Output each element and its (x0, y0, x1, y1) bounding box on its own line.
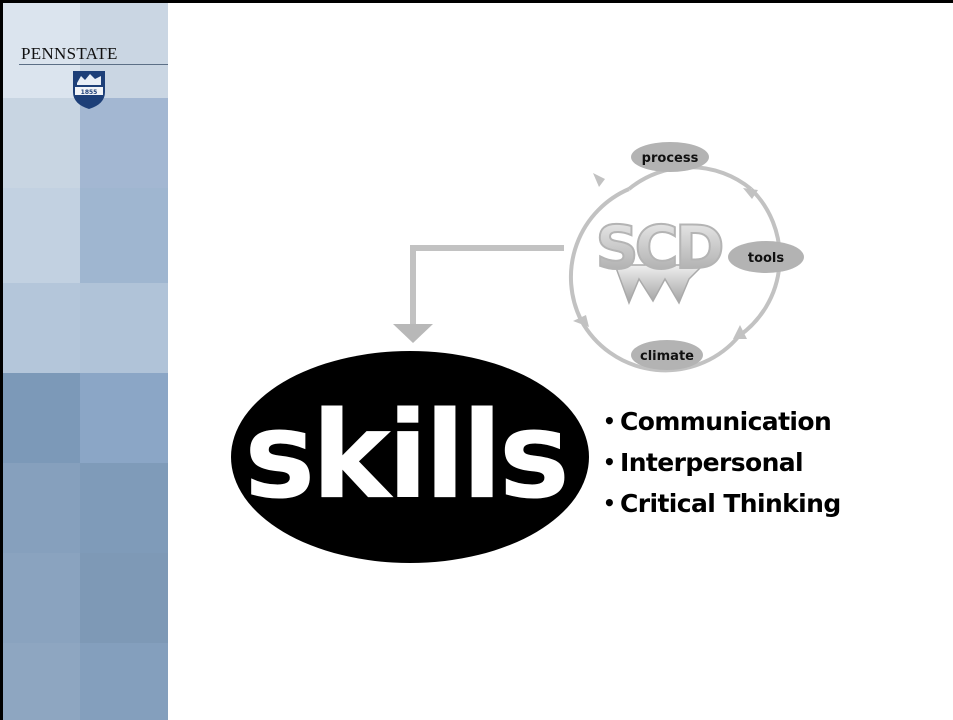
cycle-arrowhead (573, 315, 589, 327)
skills-diagram: SCD process tools climate skills (231, 142, 804, 563)
skills-list: •Communication •Interpersonal •Critical … (603, 401, 841, 524)
sidebar-tile (3, 98, 80, 188)
sidebar-tile (3, 188, 80, 283)
sidebar-tile (3, 463, 80, 553)
cycle-arrowhead (743, 188, 758, 199)
process-label: process (642, 151, 699, 166)
list-item: •Communication (603, 401, 841, 442)
bullet-dot: • (603, 491, 616, 515)
list-item: •Critical Thinking (603, 483, 841, 524)
climate-node: climate (631, 340, 703, 370)
sidebar-tile (3, 283, 80, 373)
tools-label: tools (748, 251, 785, 266)
seal-ribbon (613, 264, 705, 306)
scd-hub-label: SCD (595, 213, 721, 283)
sidebar-tile (80, 373, 168, 463)
skills-title: skills (244, 387, 566, 526)
sidebar-panel: PENNSTATE 1855 (3, 3, 168, 720)
skill-critical-thinking: Critical Thinking (620, 489, 841, 518)
connector-arrowhead (393, 324, 433, 343)
bullet-dot: • (603, 450, 616, 474)
tools-oval (728, 241, 804, 273)
skill-interpersonal: Interpersonal (620, 448, 804, 477)
logo-divider (19, 64, 168, 65)
connector-arrow (393, 245, 564, 343)
sidebar-tile (3, 373, 80, 463)
sidebar-tile (80, 98, 168, 188)
sidebar-tile (80, 283, 168, 373)
shield-icon: 1855 (73, 71, 105, 109)
shield-year: 1855 (81, 89, 98, 96)
sidebar-tile (80, 463, 168, 553)
sidebar-tile (80, 188, 168, 283)
tools-node: tools (728, 241, 804, 273)
process-oval (631, 142, 709, 172)
sidebar-tile (80, 553, 168, 643)
penn-state-wordmark: PENNSTATE (21, 44, 118, 63)
list-item: •Interpersonal (603, 442, 841, 483)
climate-label: climate (640, 349, 694, 364)
scd-seal: SCD (594, 212, 727, 306)
climate-oval (631, 340, 703, 370)
skill-communication: Communication (620, 407, 832, 436)
cycle-arrowhead (733, 325, 747, 339)
sidebar-tile (3, 643, 80, 720)
skills-ellipse (231, 351, 589, 563)
bullet-dot: • (603, 409, 616, 433)
process-node: process (631, 142, 709, 172)
cycle-arrowhead (593, 173, 605, 187)
sidebar-tile (80, 643, 168, 720)
sidebar-tile (3, 553, 80, 643)
sidebar-tile (3, 3, 80, 98)
